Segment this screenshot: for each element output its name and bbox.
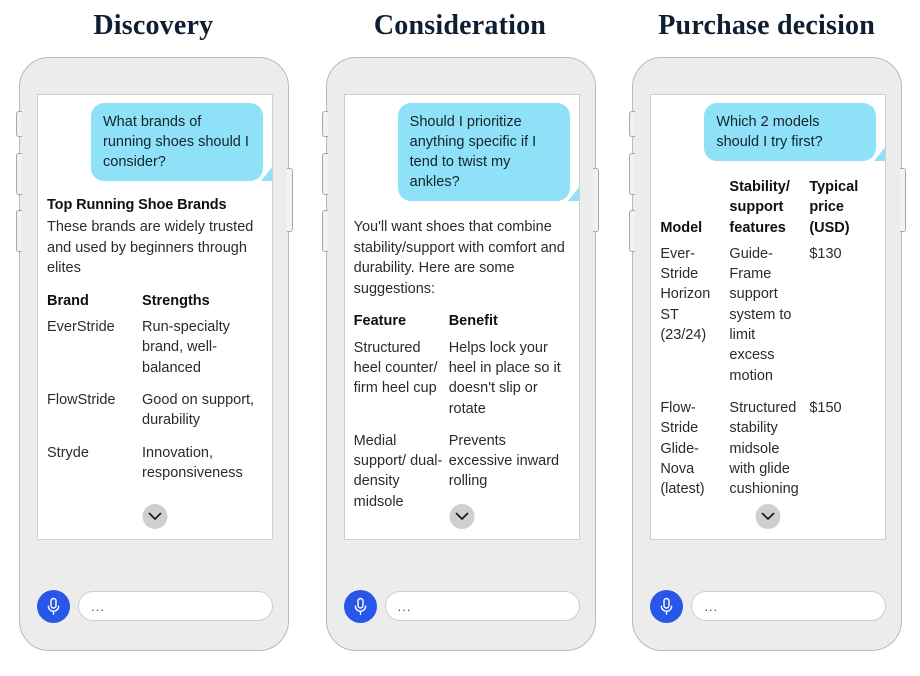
table-column-header: Benefit: [448, 313, 498, 330]
chevron-down-icon[interactable]: [142, 504, 168, 529]
table-cell: Stryde: [47, 444, 89, 461]
user-message-row: What brands of running shoes should I co…: [47, 103, 272, 181]
message-input[interactable]: ...: [384, 591, 580, 621]
message-input[interactable]: ...: [691, 591, 887, 621]
user-message-bubble: What brands of running shoes should I co…: [91, 103, 272, 181]
table-cell: Innovation, responsiveness: [142, 444, 243, 481]
message-input[interactable]: ...: [78, 591, 273, 621]
chevron-down-icon[interactable]: [755, 504, 781, 529]
table-column-header: Strengths: [142, 292, 210, 309]
table-header-row: Brand Strengths: [47, 291, 263, 317]
table-row: EverStride Run-specialty brand, well-bal…: [47, 317, 263, 390]
panel-purchase-decision: Purchase decision Which 2 models should …: [613, 0, 920, 676]
table-cell: Helps lock your heel in place so it does…: [448, 339, 561, 417]
panel-consideration: Consideration Should I prioritize anythi…: [307, 0, 614, 676]
phone-side-button-mute[interactable]: [15, 111, 22, 137]
table-row: Flow-Stride Glide-Nova (latest) Structur…: [660, 398, 876, 511]
page-title: Purchase decision: [658, 10, 876, 41]
table-column-header: Typical price (USD): [809, 179, 859, 236]
phone-side-button-volume-up[interactable]: [628, 153, 635, 195]
table-row: FlowStride Good on support, durability: [47, 390, 263, 443]
table-row: Structured heel counter/ firm heel cup H…: [354, 338, 570, 431]
microphone-icon[interactable]: [650, 589, 684, 623]
composer-bar: ...: [343, 588, 580, 624]
table-row: Ever-Stride Horizon ST (23/24) Guide-Fra…: [660, 244, 876, 398]
table-column-header: Feature: [353, 313, 407, 330]
phone-side-button-volume-down[interactable]: [628, 210, 635, 252]
table-cell: Structured stability midsole with glide …: [729, 399, 799, 498]
table-cell: Prevents excessive inward rolling: [448, 432, 560, 490]
phone-side-button-power[interactable]: [286, 168, 293, 232]
phone-screen: Which 2 models should I try first? Model…: [650, 94, 887, 540]
phone-side-button-volume-down[interactable]: [322, 210, 329, 252]
table-cell: $130: [809, 245, 842, 262]
table-cell: Run-specialty brand, well-balanced: [142, 319, 230, 376]
chevron-down-icon[interactable]: [449, 504, 475, 529]
table-cell: Good on support, durability: [142, 391, 255, 429]
microphone-icon[interactable]: [37, 589, 70, 623]
answer-paragraph: You'll want shoes that combine stability…: [353, 219, 565, 297]
composer-bar: ...: [37, 588, 273, 624]
table-row: Stryde Innovation, responsiveness: [47, 443, 263, 496]
table-column-header: Brand: [47, 292, 89, 309]
answer-table: Model Stability/ support features Typica…: [660, 177, 876, 511]
phone-side-button-mute[interactable]: [322, 111, 329, 137]
table-header-row: Feature Benefit: [354, 311, 570, 337]
table-cell: EverStride: [47, 319, 115, 336]
phone-side-button-power[interactable]: [593, 168, 600, 232]
panel-discovery: Discovery What brands of running shoes s…: [0, 0, 307, 676]
table-column-header: Stability/ support features: [729, 179, 790, 236]
phone-screen: Should I prioritize anything specific if…: [343, 94, 580, 540]
phone-mockup: Which 2 models should I try first? Model…: [628, 57, 906, 651]
table-cell: Structured heel counter/ firm heel cup: [353, 339, 438, 397]
table-column-header: Model: [660, 219, 703, 236]
phone-side-button-volume-up[interactable]: [15, 153, 22, 195]
user-message-row: Should I prioritize anything specific if…: [354, 103, 579, 201]
phone-side-button-volume-up[interactable]: [322, 153, 329, 195]
table-header-row: Model Stability/ support features Typica…: [660, 177, 876, 244]
answer-paragraph: These brands are widely trusted and used…: [47, 219, 254, 277]
user-message-row: Which 2 models should I try first?: [660, 103, 886, 161]
microphone-icon[interactable]: [343, 589, 377, 623]
page-title: Discovery: [93, 10, 214, 41]
answer-table: Feature Benefit Structured heel counter/…: [354, 311, 570, 524]
phone-screen: What brands of running shoes should I co…: [37, 94, 273, 540]
phone-side-button-mute[interactable]: [628, 111, 635, 137]
phone-side-button-power[interactable]: [899, 168, 906, 232]
phone-side-button-volume-down[interactable]: [15, 210, 22, 252]
phone-mockup: What brands of running shoes should I co…: [15, 57, 293, 651]
table-cell: FlowStride: [47, 391, 116, 408]
table-row: Medial support/ dual-density midsole Pre…: [354, 431, 570, 524]
user-message-bubble: Which 2 models should I try first?: [704, 103, 886, 161]
table-cell: $150: [809, 399, 842, 416]
phone-mockup: Should I prioritize anything specific if…: [322, 57, 600, 651]
composer-bar: ...: [650, 588, 887, 624]
table-cell: Medial support/ dual-density midsole: [353, 432, 443, 510]
table-cell: Flow-Stride Glide-Nova (latest): [660, 399, 705, 498]
table-cell: Ever-Stride Horizon ST (23/24): [660, 245, 711, 344]
answer-table: Brand Strengths EverStride Run-specialty…: [47, 291, 263, 495]
answer-heading: Top Running Shoe Brands: [47, 197, 227, 213]
table-cell: Guide-Frame support system to limit exce…: [729, 245, 792, 384]
page-title: Consideration: [373, 10, 547, 41]
user-message-bubble: Should I prioritize anything specific if…: [397, 103, 579, 201]
